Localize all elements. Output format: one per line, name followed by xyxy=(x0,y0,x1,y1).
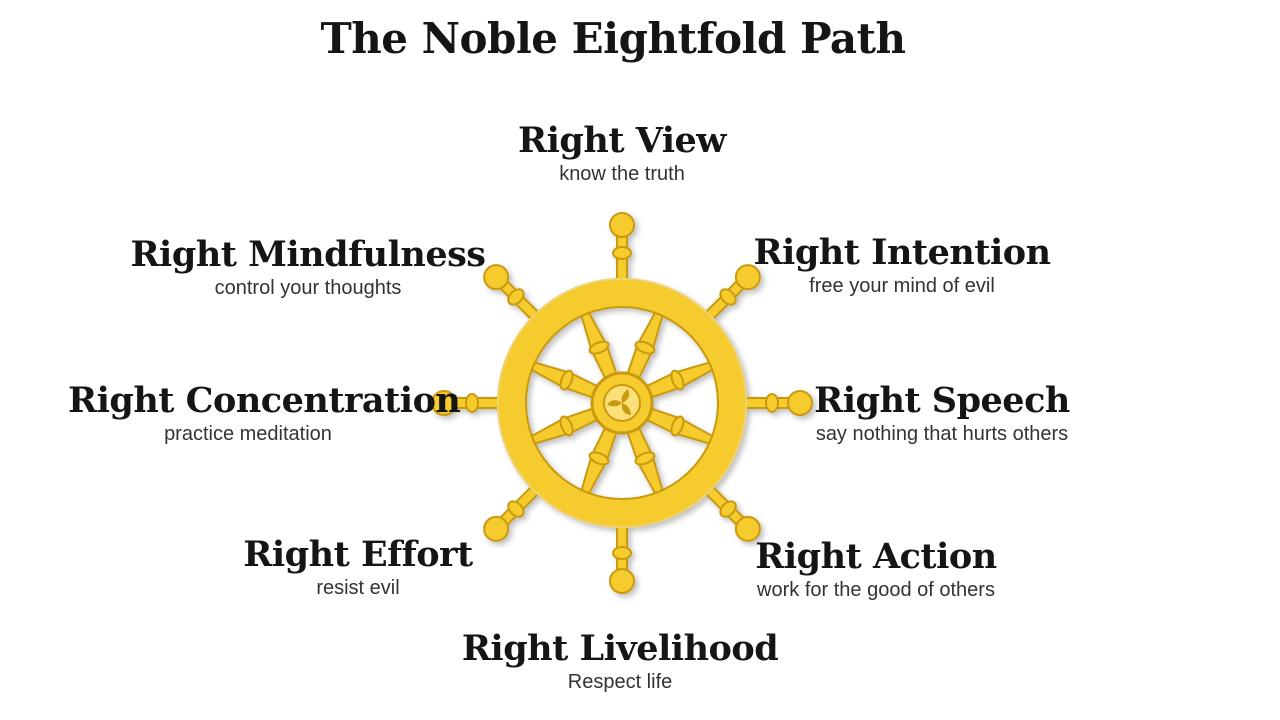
wheel-spoke xyxy=(530,361,600,400)
path-name: Right Speech xyxy=(814,380,1070,421)
path-description: work for the good of others xyxy=(757,579,995,601)
path-description: say nothing that hurts others xyxy=(815,423,1069,445)
wheel-spoke xyxy=(625,311,664,381)
wheel-spoke xyxy=(580,311,619,381)
path-name: Right Action xyxy=(755,536,997,577)
hub-swirl xyxy=(606,389,632,416)
label-right-speech: Right Speech say nothing that hurts othe… xyxy=(762,380,1122,446)
wheel-spoke xyxy=(530,406,600,445)
path-description: free your mind of evil xyxy=(809,275,995,297)
wheel-rim xyxy=(499,280,745,526)
wheel-handle xyxy=(703,264,761,322)
path-description: know the truth xyxy=(559,163,685,185)
label-right-action: Right Action work for the good of others xyxy=(696,536,1056,602)
path-description: Respect life xyxy=(567,671,673,693)
wheel-spoke xyxy=(625,425,664,495)
wheel-spoke xyxy=(644,406,714,445)
wheel-group xyxy=(431,212,813,594)
wheel-handle xyxy=(741,390,813,416)
wheel-spoke xyxy=(644,361,714,400)
path-name: Right Livelihood xyxy=(461,628,779,669)
wheel-handle xyxy=(483,484,541,542)
path-description: control your thoughts xyxy=(214,277,402,299)
label-right-mindfulness: Right Mindfulness control your thoughts xyxy=(128,234,488,300)
path-name: Right View xyxy=(518,120,726,161)
path-description: practice meditation xyxy=(164,423,332,445)
label-right-view: Right View know the truth xyxy=(442,120,802,186)
wheel-handle xyxy=(703,484,761,542)
wheel-rim-highlight xyxy=(497,278,747,528)
label-right-intention: Right Intention free your mind of evil xyxy=(722,232,1082,298)
path-name: Right Concentration xyxy=(68,380,461,421)
wheel-handle xyxy=(609,212,635,284)
path-name: Right Effort xyxy=(243,534,473,575)
path-name: Right Intention xyxy=(753,232,1051,273)
label-right-livelihood: Right Livelihood Respect life xyxy=(440,628,800,694)
path-description: resist evil xyxy=(316,577,400,599)
wheel-handle xyxy=(483,264,541,322)
label-right-effort: Right Effort resist evil xyxy=(178,534,538,600)
path-name: Right Mindfulness xyxy=(130,234,486,275)
wheel-spoke xyxy=(580,425,619,495)
diagram-title: The Noble Eightfold Path xyxy=(320,14,906,63)
wheel-handle xyxy=(609,522,635,594)
label-right-concentration: Right Concentration practice meditation xyxy=(68,380,461,446)
wheel-handle xyxy=(431,390,503,416)
